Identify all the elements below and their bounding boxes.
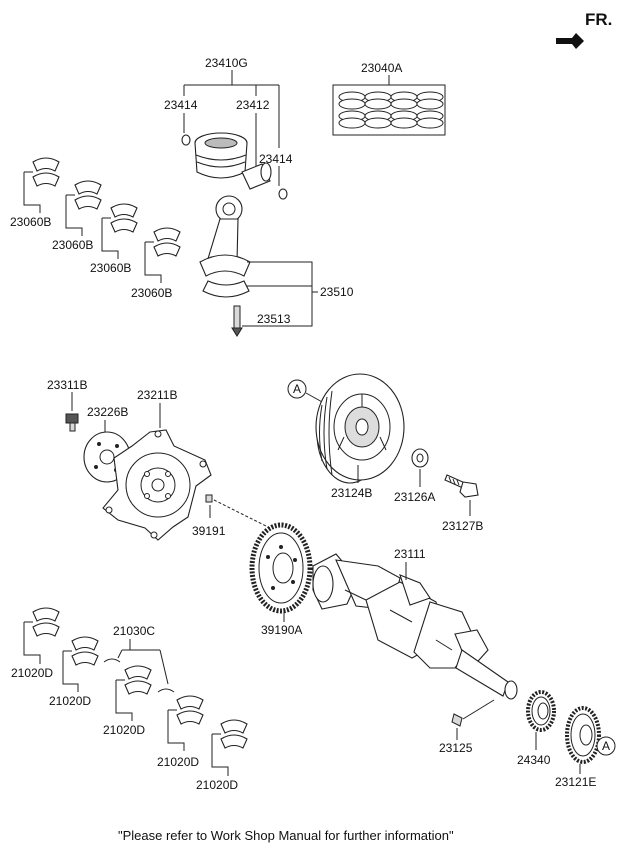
front-direction-indicator: FR. xyxy=(556,10,612,49)
conn-bearing-4: 23060B xyxy=(131,227,181,300)
damper-pulley-group: A 23124B 23126A 23127B xyxy=(287,373,483,533)
crank-sprocket: A 23121E xyxy=(555,706,616,789)
drive-plate xyxy=(102,429,212,541)
footer-note: "Please refer to Work Shop Manual for fu… xyxy=(118,828,454,843)
damper-pulley-label: 23124B xyxy=(331,486,372,500)
flywheel-bolt xyxy=(65,413,79,432)
dowel-pin xyxy=(205,494,213,503)
main-bearing-1-label: 21020D xyxy=(11,666,53,680)
crank-sprocket-label: 23121E xyxy=(555,775,596,789)
conn-bearing-2-label: 23060B xyxy=(52,238,93,252)
key-label: 23125 xyxy=(439,741,473,755)
conn-bearing-4-label: 23060B xyxy=(131,286,172,300)
main-bearing-2: 21020D xyxy=(49,636,99,708)
ring-gear-label: 39190A xyxy=(261,623,302,637)
woodruff-key: 23125 xyxy=(439,699,495,755)
drive-plate-label: 23211B xyxy=(137,388,177,402)
main-bearing-1: 21020D xyxy=(11,607,60,680)
pulley-bolt xyxy=(444,474,479,498)
main-bearings: 21030C 21020D 21020D 21020D xyxy=(11,607,248,792)
main-bearing-3: 21020D xyxy=(103,665,152,737)
piston-assy-label: 23410G xyxy=(205,56,248,70)
conn-bearing-1-label: 23060B xyxy=(10,215,51,229)
conn-rod-label: 23510 xyxy=(320,285,354,299)
pin-label: 39191 xyxy=(192,524,226,538)
svg-text:A: A xyxy=(602,739,610,753)
bolt-label: 23311B xyxy=(47,378,87,392)
drive-plate-group: 23311B 23226B 23211B xyxy=(47,378,271,541)
conn-rod-bearings: 23060B 23060B 23060B 23060B xyxy=(10,157,181,300)
snap-ring-left xyxy=(181,134,191,146)
thrust-bearing-label: 21030C xyxy=(113,624,155,638)
snap-ring-right xyxy=(278,188,288,200)
main-bearing-5-label: 21020D xyxy=(196,778,238,792)
piston-group: 23410G 23414 23412 23414 xyxy=(164,56,293,200)
main-bearing-5: 21020D xyxy=(196,719,248,792)
washer xyxy=(411,448,429,468)
main-bearing-2-label: 21020D xyxy=(49,694,91,708)
main-bearing-4: 21020D xyxy=(157,695,204,769)
piston-ring-set: 23040A xyxy=(332,61,446,136)
main-bearing-4-label: 21020D xyxy=(157,755,199,769)
washer-label: 23126A xyxy=(394,490,435,504)
snap-ring-right-label: 23414 xyxy=(259,152,293,166)
sprocket-label: 24340 xyxy=(517,753,551,767)
conn-rod-bolt-label: 23513 xyxy=(257,312,291,326)
piston xyxy=(194,132,248,179)
main-bearing-3-label: 21020D xyxy=(103,723,145,737)
snap-ring-left-label: 23414 xyxy=(164,98,198,112)
piston-ring-set-label: 23040A xyxy=(361,61,402,75)
sprocket: 24340 xyxy=(517,690,556,767)
piston-pin-label: 23412 xyxy=(236,98,270,112)
ring-gear: 39190A xyxy=(249,522,313,637)
reference-a-top: A xyxy=(287,379,307,399)
conn-bearing-3: 23060B xyxy=(90,203,138,275)
connecting-rod: 23510 23513 xyxy=(199,195,354,337)
conn-bearing-2: 23060B xyxy=(52,180,102,252)
spacer-label: 23226B xyxy=(87,405,128,419)
svg-text:A: A xyxy=(293,382,301,396)
reference-a-bottom: A xyxy=(596,736,616,756)
piston-pin xyxy=(241,162,272,190)
crankshaft: 23111 xyxy=(312,547,518,700)
crankshaft-label: 23111 xyxy=(394,547,426,561)
conn-bearing-1: 23060B xyxy=(10,157,60,229)
damper-pulley xyxy=(315,373,405,484)
front-label: FR. xyxy=(585,10,612,29)
front-arrow-icon xyxy=(556,33,584,49)
pulley-bolt-label: 23127B xyxy=(442,519,483,533)
conn-bearing-3-label: 23060B xyxy=(90,261,131,275)
